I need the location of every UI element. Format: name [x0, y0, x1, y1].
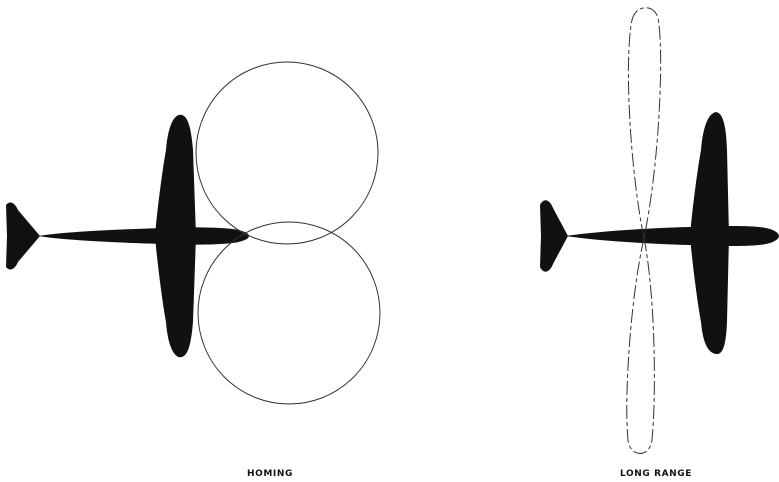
upper-loop — [196, 62, 378, 244]
lower-loop — [198, 222, 380, 404]
main-wing-shape — [155, 115, 196, 357]
airplane-icon — [6, 115, 249, 357]
fuselage-shape — [565, 226, 779, 246]
lower-loop — [627, 238, 655, 454]
tailplane-shape — [6, 203, 40, 270]
homing-panel — [6, 62, 380, 404]
long-range-panel — [540, 8, 779, 454]
upper-loop — [628, 8, 660, 238]
airplane-icon — [540, 112, 779, 354]
tailplane-shape — [540, 200, 568, 271]
main-wing-shape — [690, 112, 729, 354]
long-range-caption: LONG RANGE — [620, 469, 692, 479]
fuselage-shape — [38, 227, 249, 244]
homing-caption: HOMING — [247, 469, 293, 479]
